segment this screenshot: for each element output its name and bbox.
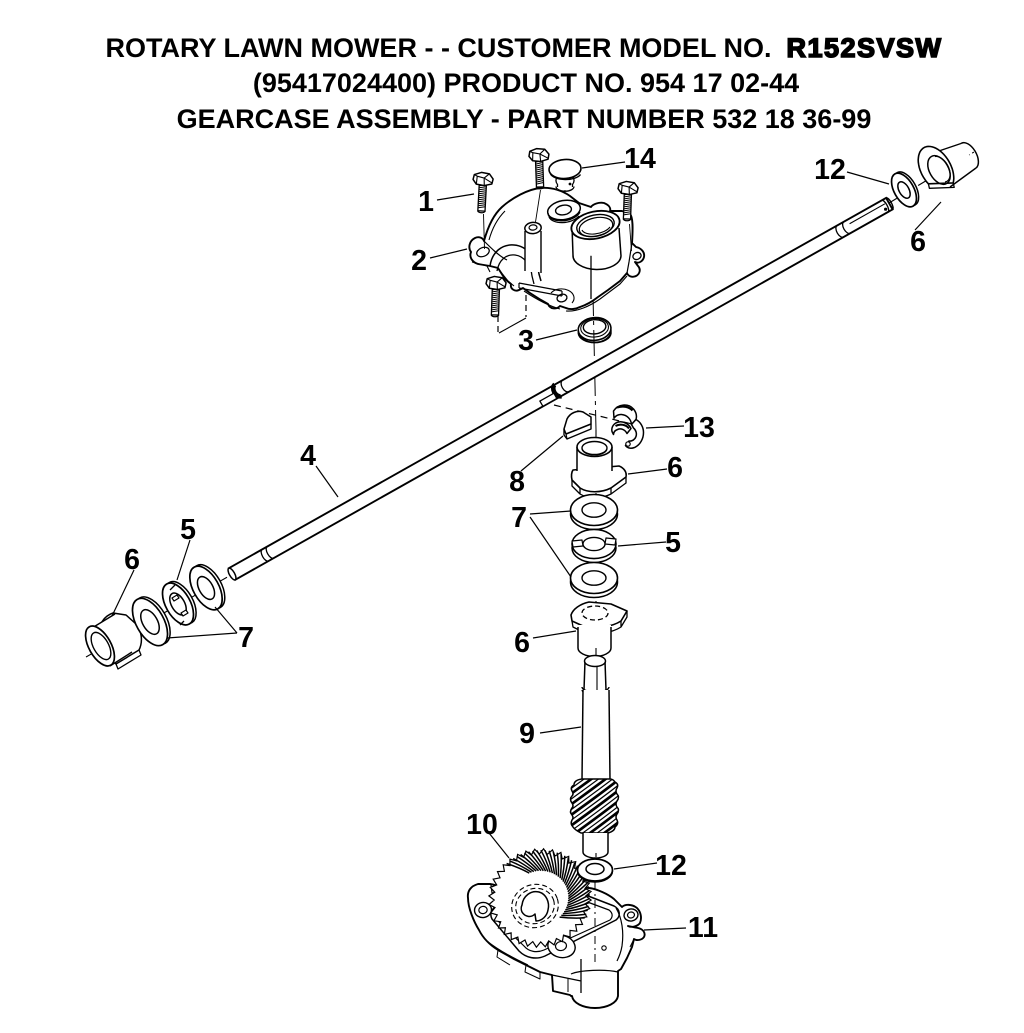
svg-text:6: 6 <box>910 226 926 258</box>
svg-text:2: 2 <box>411 245 427 277</box>
svg-text:14: 14 <box>624 143 656 175</box>
svg-text:1: 1 <box>418 186 434 218</box>
svg-text:11: 11 <box>688 912 718 944</box>
svg-text:9: 9 <box>519 718 535 750</box>
svg-text:6: 6 <box>514 627 530 659</box>
svg-text:7: 7 <box>238 622 254 654</box>
svg-text:13: 13 <box>683 412 715 444</box>
svg-text:12: 12 <box>814 154 846 186</box>
svg-text:7: 7 <box>511 502 527 534</box>
svg-text:5: 5 <box>665 527 681 559</box>
svg-text:4: 4 <box>300 440 316 472</box>
svg-text:5: 5 <box>180 514 196 546</box>
svg-text:12: 12 <box>655 850 687 882</box>
svg-text:3: 3 <box>518 325 534 357</box>
svg-text:8: 8 <box>509 466 525 498</box>
svg-text:6: 6 <box>124 544 140 576</box>
svg-text:10: 10 <box>466 809 498 841</box>
svg-text:6: 6 <box>667 452 683 484</box>
